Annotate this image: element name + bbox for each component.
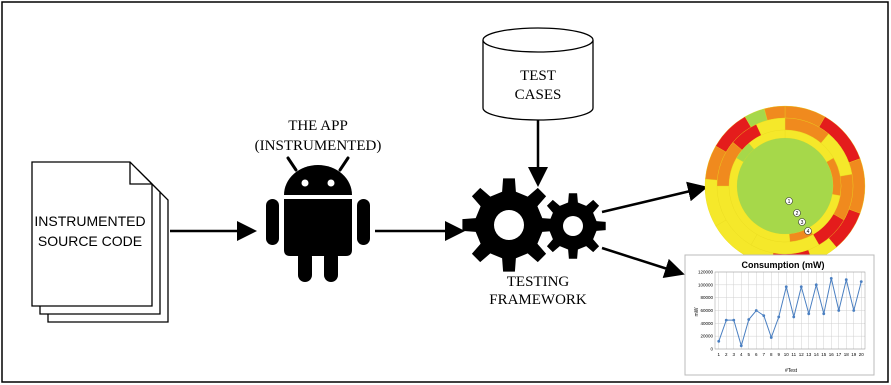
data-point [732, 318, 736, 322]
series-line [718, 278, 862, 348]
x-tick-label: 12 [799, 352, 805, 357]
x-tick-label: 18 [844, 352, 850, 357]
source-code-documents: INSTRUMENTED SOURCE CODE [31, 161, 169, 323]
data-point [784, 285, 788, 289]
data-point [829, 277, 833, 280]
x-tick-label: 19 [851, 352, 857, 357]
data-point [739, 344, 743, 348]
data-point [777, 315, 781, 319]
framework-label-line1: TESTING [507, 274, 570, 290]
data-point [799, 285, 803, 289]
x-tick-label: 13 [806, 352, 812, 357]
x-tick-label: 9 [777, 352, 780, 357]
plot-area [714, 271, 866, 350]
y-tick-label: 40000 [700, 321, 713, 326]
x-tick-label: 7 [762, 352, 765, 357]
data-point [769, 336, 773, 339]
chart-yticks: 0 20000 40000 60000 80000 100000 120000 [698, 270, 714, 352]
test-cases-label-line2: CASES [515, 87, 562, 103]
data-point [822, 312, 826, 316]
data-point [792, 315, 796, 319]
chart-ylabel: mW [694, 307, 700, 316]
y-tick-label: 80000 [700, 295, 713, 300]
gear-hole [563, 216, 583, 236]
sunburst-marker-label: 2 [796, 211, 799, 217]
arrow-framework-to-sunburst [601, 181, 708, 214]
large-gear-icon [462, 178, 556, 272]
sunburst-marker [798, 218, 806, 226]
y-tick-label: 0 [710, 347, 713, 352]
x-tick-label: 16 [829, 352, 835, 357]
test-cases-database-icon: TEST CASES [482, 27, 594, 121]
source-code-label-line1: INSTRUMENTED [34, 213, 145, 229]
data-point [807, 312, 811, 316]
y-tick-label: 120000 [698, 270, 714, 275]
data-point [754, 309, 758, 312]
x-tick-label: 17 [836, 352, 842, 357]
y-tick-label: 100000 [698, 282, 714, 287]
app-label-line2: (INSTRUMENTED) [255, 138, 382, 154]
data-point [837, 309, 841, 312]
source-code-label-line2: SOURCE CODE [38, 233, 142, 249]
x-tick-label: 3 [732, 352, 735, 357]
data-point [717, 339, 721, 343]
data-point [859, 280, 863, 284]
gear-hole [494, 210, 524, 240]
sunburst-marker-label: 4 [807, 229, 810, 235]
test-cases-label-line1: TEST [520, 68, 556, 84]
chart-xlabel: #Test [785, 368, 798, 374]
sunburst-marker [793, 209, 801, 217]
x-tick-label: 2 [725, 352, 728, 357]
x-tick-label: 4 [740, 352, 743, 357]
android-robot-icon [266, 156, 370, 282]
sunburst-center [737, 138, 833, 234]
arrow-framework-to-chart [601, 246, 685, 278]
data-point [814, 283, 818, 287]
data-point [762, 314, 766, 318]
sunburst-marker-label: 1 [788, 199, 791, 205]
data-point [747, 318, 751, 321]
x-tick-label: 5 [747, 352, 750, 357]
data-point [724, 318, 728, 322]
y-tick-label: 60000 [700, 308, 713, 313]
chart-title: Consumption (mW) [742, 260, 825, 270]
x-tick-label: 6 [755, 352, 758, 357]
consumption-chart: Consumption (mW) mW #Test 0 20000 40000 600… [684, 254, 875, 376]
x-tick-label: 8 [770, 352, 773, 357]
x-tick-label: 20 [859, 352, 865, 357]
sunburst-marker-label: 3 [801, 220, 804, 226]
chart-series [717, 277, 863, 348]
sunburst-marker [785, 197, 793, 205]
data-point [852, 309, 856, 312]
y-tick-label: 20000 [700, 334, 713, 339]
x-tick-label: 10 [784, 352, 790, 357]
x-tick-label: 14 [814, 352, 820, 357]
x-tick-label: 11 [791, 352, 796, 357]
sunburst-marker [804, 227, 812, 235]
data-point [844, 278, 848, 282]
framework-label-line2: FRAMEWORK [489, 292, 587, 308]
x-tick-label: 1 [717, 352, 720, 357]
x-tick-label: 15 [821, 352, 827, 357]
app-label-line1: THE APP [288, 118, 348, 134]
small-gear-icon [540, 193, 606, 259]
